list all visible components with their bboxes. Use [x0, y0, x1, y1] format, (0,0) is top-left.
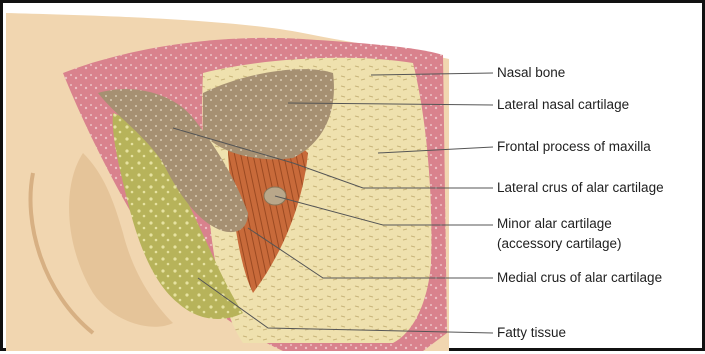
label-nasal-bone: Nasal bone	[497, 65, 565, 81]
label-lateral-nasal-cartilage: Lateral nasal cartilage	[497, 97, 629, 113]
label-minor-alar-cartilage: Minor alar cartilage	[497, 216, 612, 232]
nose-anatomy-illustration	[3, 3, 705, 354]
label-fatty-tissue: Fatty tissue	[497, 325, 566, 341]
label-accessory-cartilage: (accessory cartilage)	[497, 236, 622, 252]
label-frontal-process: Frontal process of maxilla	[497, 139, 651, 155]
label-medial-crus: Medial crus of alar cartilage	[497, 270, 662, 286]
label-lateral-crus: Lateral crus of alar cartilage	[497, 180, 664, 196]
